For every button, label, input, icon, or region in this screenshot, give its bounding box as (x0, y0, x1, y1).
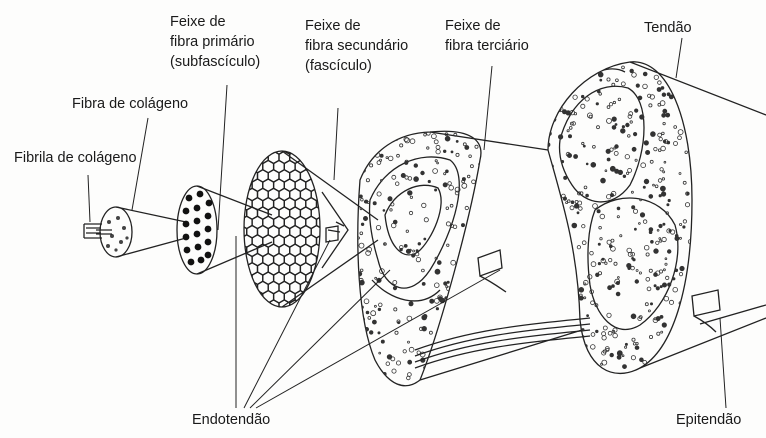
label-fibra: Fibra de colágeno (72, 94, 188, 114)
tendon (545, 60, 766, 382)
secondary-bundle-cone (231, 142, 378, 424)
collagen-fiber (96, 207, 186, 257)
label-endotendao: Endotendão (192, 410, 270, 430)
label-tendao: Tendão (644, 18, 692, 38)
fascicle-strands (415, 250, 590, 368)
label-epitendao: Epitendão (676, 410, 741, 430)
collagen-fibril (84, 224, 102, 238)
label-fibrila: Fibrila de colágeno (14, 148, 137, 168)
tertiary-bundle-section (355, 128, 582, 386)
